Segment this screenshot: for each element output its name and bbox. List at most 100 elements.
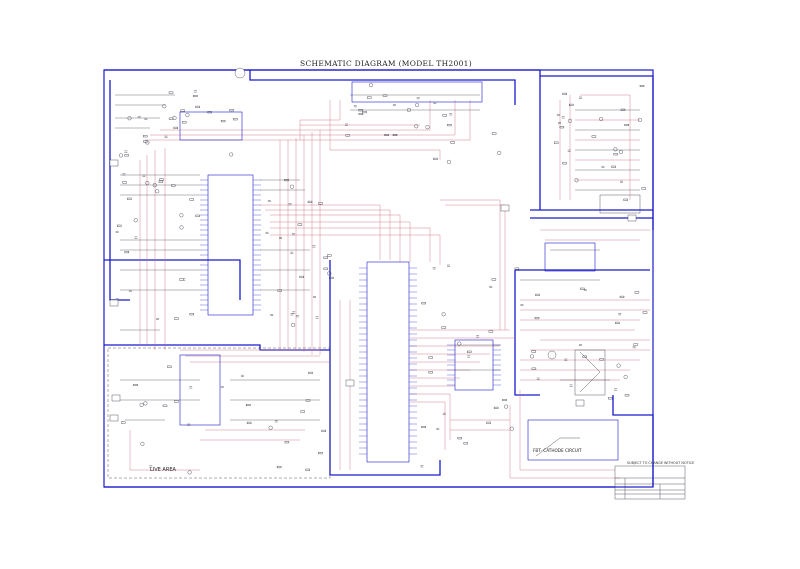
resistor	[367, 96, 372, 99]
resistor	[277, 289, 282, 292]
resistor	[120, 421, 126, 424]
resistor	[358, 109, 363, 112]
resistor	[229, 109, 234, 112]
resistor	[162, 404, 168, 407]
resistor	[158, 180, 164, 183]
capacitor	[618, 313, 622, 316]
ic-top-center	[351, 81, 483, 103]
components	[115, 83, 648, 475]
resistor	[189, 198, 194, 201]
transistor	[406, 107, 411, 112]
resistor	[488, 330, 494, 333]
ic-power-block	[179, 354, 221, 426]
resistor	[308, 371, 313, 374]
transistor	[497, 150, 502, 155]
resistor	[297, 223, 303, 226]
capacitor	[295, 315, 299, 318]
transistor	[613, 147, 618, 152]
resistor	[233, 118, 238, 121]
transistor	[139, 402, 144, 407]
capacitor	[312, 245, 316, 248]
resistor	[493, 406, 499, 409]
transistor	[289, 184, 294, 189]
resistor	[591, 135, 597, 138]
resistor	[580, 287, 585, 290]
capacitor	[187, 423, 191, 426]
capacitor	[579, 96, 582, 99]
capacitor	[632, 346, 636, 349]
capacitor	[267, 200, 271, 202]
transistor	[291, 322, 296, 327]
resistor	[569, 103, 574, 106]
capacitor	[558, 122, 561, 124]
resistor	[345, 134, 350, 137]
resistor	[554, 141, 559, 144]
transistor	[185, 113, 190, 118]
capacitor	[291, 233, 295, 236]
capacitor	[124, 150, 128, 153]
capacitor	[433, 102, 437, 104]
transistor	[618, 149, 623, 154]
capacitor	[144, 118, 148, 120]
transistor	[133, 218, 138, 223]
resistor	[195, 214, 200, 217]
capacitor	[115, 231, 119, 233]
resistor	[358, 112, 364, 115]
resistor	[559, 126, 565, 129]
resistor	[634, 291, 640, 294]
resistor	[535, 293, 540, 296]
resistor	[639, 84, 645, 87]
capacitor	[142, 174, 146, 177]
resistor	[305, 468, 310, 471]
resistor	[441, 326, 446, 329]
ic-pins	[200, 179, 501, 455]
capacitor	[476, 335, 480, 338]
resistor	[127, 197, 132, 200]
live-area-label: LIVE AREA	[150, 467, 176, 473]
capacitor	[313, 296, 316, 298]
resistor	[246, 421, 252, 424]
transistor	[509, 426, 514, 431]
capacitor	[149, 465, 153, 468]
transistor	[616, 363, 621, 368]
capacitor	[137, 116, 141, 118]
resistor	[305, 399, 311, 402]
transformer-windings	[535, 194, 641, 457]
transistor	[327, 271, 332, 276]
resistor	[362, 111, 367, 114]
resistor	[642, 311, 648, 314]
capacitor	[442, 412, 446, 415]
transistor	[152, 183, 157, 188]
capacitor	[265, 232, 269, 234]
signal-wiring	[129, 94, 650, 479]
resistor	[122, 181, 127, 184]
resistor	[486, 421, 491, 424]
crt-socket	[234, 67, 246, 79]
ic-right-jungle	[544, 242, 596, 272]
schematic-border	[103, 69, 654, 488]
capacitor	[449, 113, 453, 116]
transistor	[637, 117, 642, 122]
capacitor	[416, 97, 420, 100]
capacitor	[134, 236, 138, 239]
transistor	[415, 103, 420, 108]
capacitor	[353, 105, 357, 108]
resistor	[502, 399, 507, 402]
ic-upper-left	[179, 111, 243, 141]
resistor	[300, 410, 305, 413]
resistor	[531, 367, 537, 370]
fbt-box	[527, 419, 619, 461]
transistor	[425, 125, 430, 130]
resistor	[582, 355, 587, 358]
capacitor	[156, 318, 160, 320]
transistor	[446, 159, 451, 164]
capacitor	[220, 386, 224, 388]
capacitor	[274, 420, 278, 423]
resistor	[450, 141, 455, 144]
resistor	[613, 153, 618, 156]
capacitor	[420, 465, 424, 468]
resistor	[168, 91, 174, 94]
resistor	[433, 157, 438, 160]
resistor	[174, 400, 179, 403]
